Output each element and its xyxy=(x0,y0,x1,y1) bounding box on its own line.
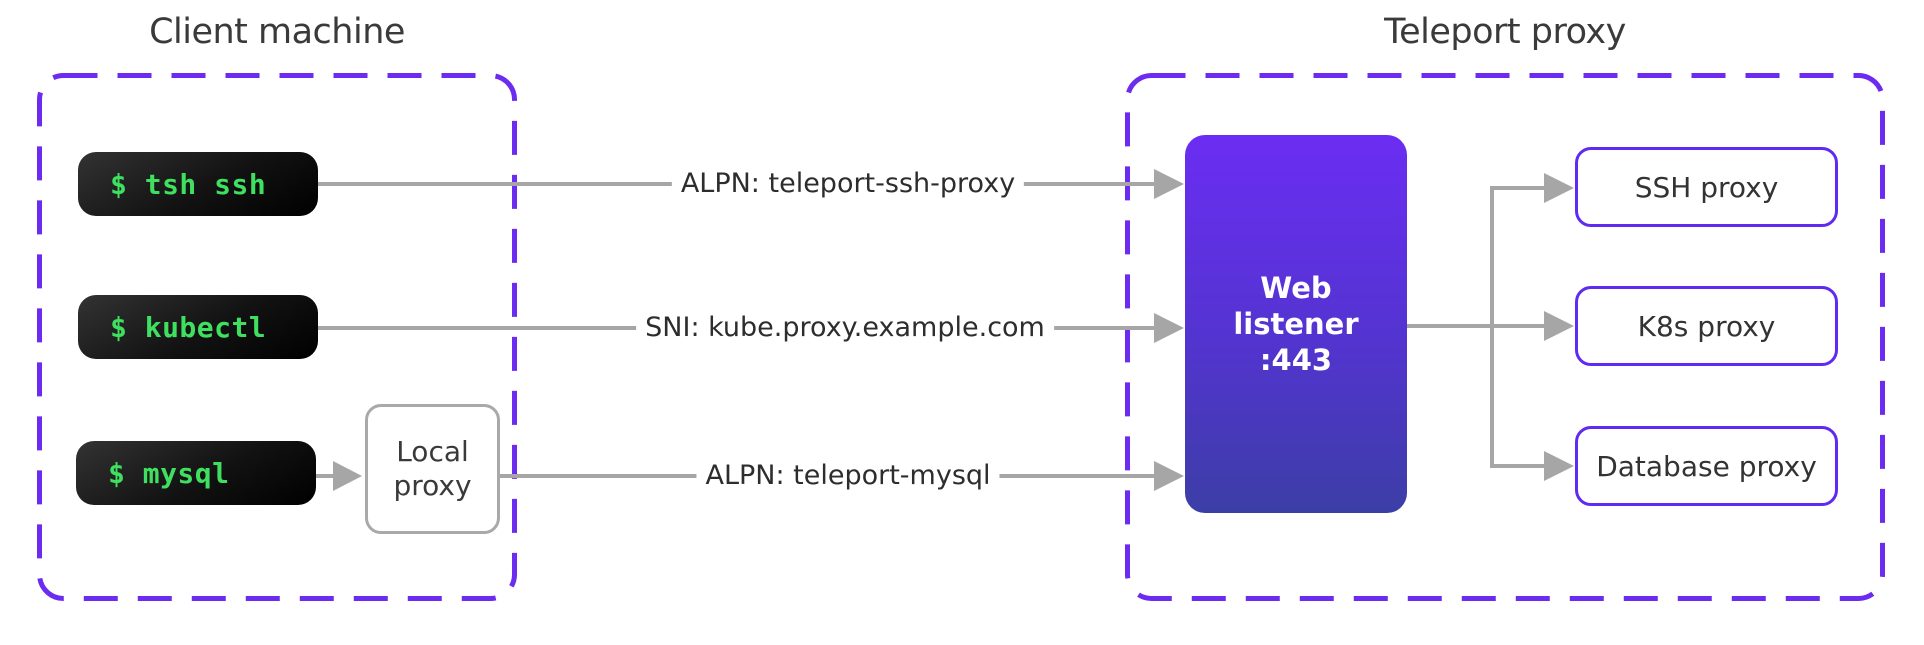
terminal-tsh-ssh: $ tsh ssh xyxy=(78,152,318,216)
local-proxy-node: Local proxy xyxy=(365,404,500,534)
web-listener-line1: Web xyxy=(1260,271,1332,305)
k8s-proxy-label: K8s proxy xyxy=(1637,309,1776,343)
arrowhead-sshproxy-icon xyxy=(1544,173,1574,203)
k8s-proxy-node: K8s proxy xyxy=(1575,286,1838,366)
teleport-proxy-boundary xyxy=(1125,73,1885,601)
web-listener-line2: listener xyxy=(1233,307,1359,341)
terminal-mysql: $ mysql xyxy=(76,441,316,505)
terminal-mysql-command: $ mysql xyxy=(108,456,230,490)
web-listener-line3: :443 xyxy=(1259,343,1333,377)
client-machine-title: Client machine xyxy=(149,12,405,52)
web-listener-node: Web listener :443 xyxy=(1185,135,1407,513)
ssh-proxy-label: SSH proxy xyxy=(1634,170,1779,204)
database-proxy-label: Database proxy xyxy=(1596,449,1817,483)
database-proxy-node: Database proxy xyxy=(1575,426,1838,506)
local-proxy-label: Local proxy xyxy=(393,435,472,502)
connection-label-alpn-mysql: ALPN: teleport-mysql xyxy=(696,458,1000,494)
terminal-kubectl-command: $ kubectl xyxy=(110,310,267,344)
terminal-tsh-ssh-command: $ tsh ssh xyxy=(110,167,267,201)
arrowhead-mysql-icon xyxy=(1154,461,1184,491)
arrowhead-k8s-icon xyxy=(1544,311,1574,341)
arrowhead-kube-icon xyxy=(1154,313,1184,343)
arrowhead-ssh-icon xyxy=(1154,169,1184,199)
connection-label-alpn-ssh: ALPN: teleport-ssh-proxy xyxy=(671,166,1025,202)
arrowhead-dbproxy-icon xyxy=(1544,451,1574,481)
terminal-kubectl: $ kubectl xyxy=(78,295,318,359)
arrowhead-local-proxy-icon xyxy=(333,461,362,491)
client-machine-boundary xyxy=(37,73,517,601)
connection-label-sni-kube: SNI: kube.proxy.example.com xyxy=(636,310,1054,346)
ssh-proxy-node: SSH proxy xyxy=(1575,147,1838,227)
teleport-proxy-title: Teleport proxy xyxy=(1384,12,1626,52)
